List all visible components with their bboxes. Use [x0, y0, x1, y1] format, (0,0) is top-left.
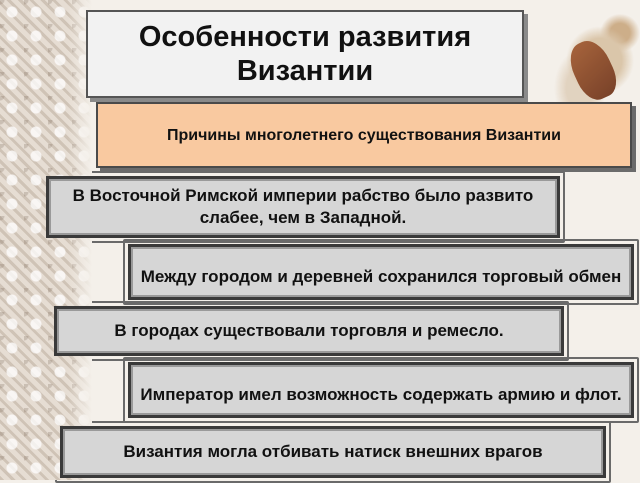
- reason-text: В городах существовали торговля и ремесл…: [114, 321, 504, 340]
- reason-box-3: В городах существовали торговля и ремесл…: [49, 301, 569, 361]
- reason-text: В Восточной Римской империи рабство было…: [72, 186, 534, 227]
- reason-box-5: Византия могла отбивать натиск внешних в…: [55, 421, 611, 483]
- reason-text: Между городом и деревней сохранился торг…: [140, 267, 622, 286]
- still-life-decoration: [540, 0, 640, 110]
- reason-box-2: Между городом и деревней сохранился торг…: [123, 239, 639, 305]
- slide-subtitle: Причины многолетнего существования Визан…: [167, 126, 561, 144]
- violin-icon: [563, 34, 623, 106]
- subtitle-box: Причины многолетнего существования Визан…: [96, 102, 632, 168]
- reason-box-4: Император имел возможность содержать арм…: [123, 357, 639, 423]
- title-box: Особенности развития Византии: [86, 10, 524, 98]
- reason-box-1: В Восточной Римской империи рабство было…: [41, 171, 565, 243]
- reason-text: Император имел возможность содержать арм…: [140, 385, 622, 404]
- slide-title: Особенности развития Византии: [138, 21, 472, 87]
- reason-text: Византия могла отбивать натиск внешних в…: [123, 442, 543, 461]
- lace-border-decoration: [0, 0, 92, 480]
